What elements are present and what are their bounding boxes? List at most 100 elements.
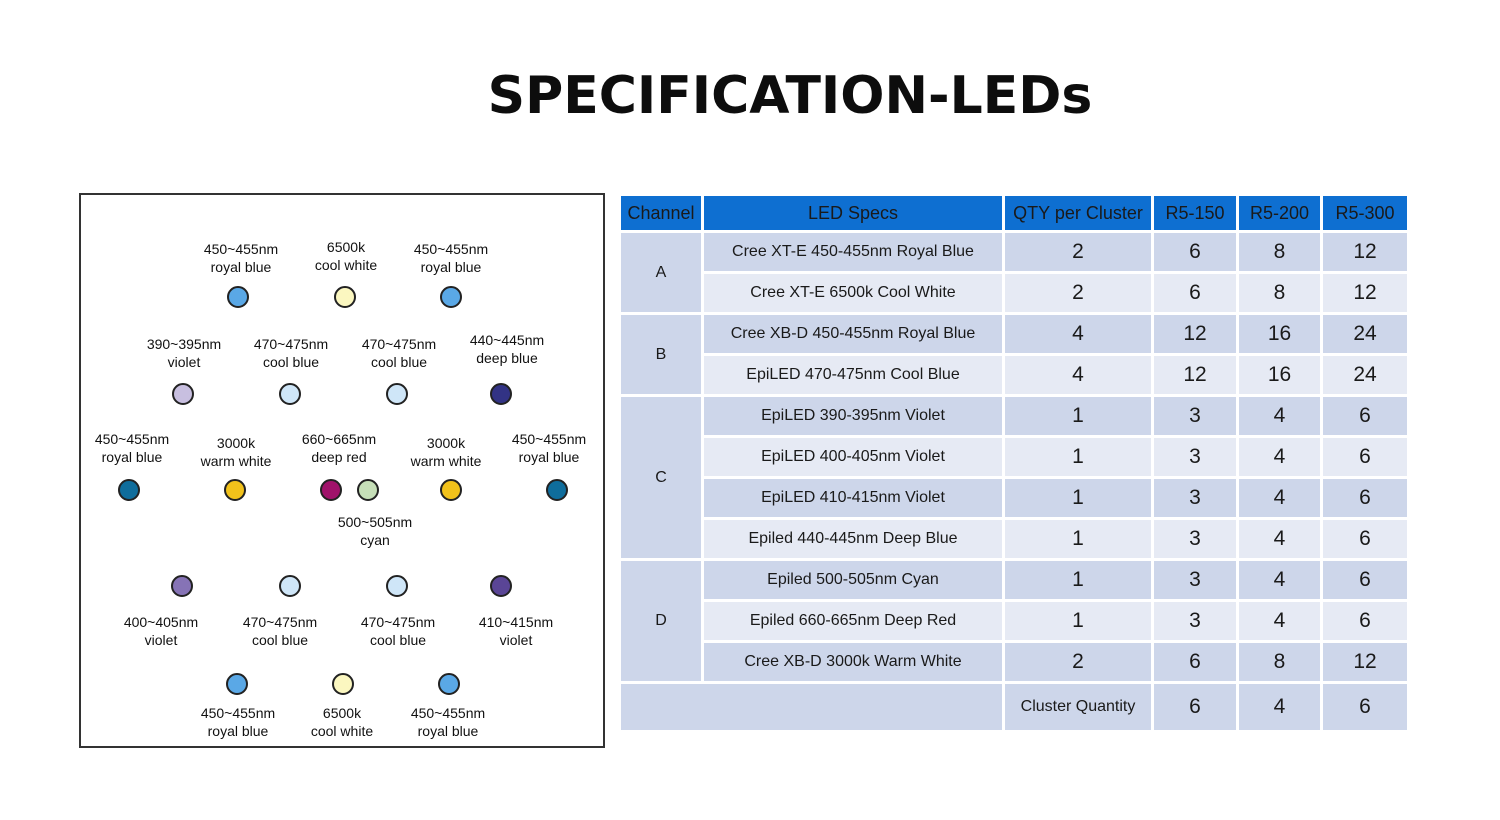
led-label-line1: 410~415nm: [478, 614, 554, 630]
led-label-r4c: 470~475nm cool blue: [343, 613, 453, 649]
led-label-line1: 6500k: [326, 239, 366, 255]
led-label-line2: royal blue: [417, 723, 479, 739]
led-dot-r2c: [386, 383, 408, 405]
r5-300-cell: 12: [1323, 233, 1407, 271]
led-dot-r3f: [546, 479, 568, 501]
cluster-r5-200: 4: [1239, 684, 1320, 730]
r5-200-cell: 16: [1239, 356, 1320, 394]
led-dot-r3e: [440, 479, 462, 501]
qty-cell: 1: [1005, 520, 1151, 558]
led-spec-cell: Epiled 440-445nm Deep Blue: [704, 520, 1002, 558]
qty-cell: 1: [1005, 438, 1151, 476]
led-spec-cell: Cree XB-D 450-455nm Royal Blue: [704, 315, 1002, 353]
led-label-r3c: 660~665nm deep red: [284, 430, 394, 466]
led-dot-r4b: [279, 575, 301, 597]
led-label-line1: 3000k: [216, 435, 256, 451]
led-label-r4a: 400~405nm violet: [106, 613, 216, 649]
r5-200-cell: 16: [1239, 315, 1320, 353]
led-dot-r4d: [490, 575, 512, 597]
led-label-r5a: 450~455nm royal blue: [183, 704, 293, 740]
led-label-line1: 660~665nm: [301, 431, 377, 447]
led-label-line1: 400~405nm: [123, 614, 199, 630]
led-label-line2: violet: [167, 354, 201, 370]
r5-200-cell: 4: [1239, 479, 1320, 517]
led-label-line1: 450~455nm: [203, 241, 279, 257]
r5-300-cell: 6: [1323, 479, 1407, 517]
r5-200-cell: 4: [1239, 602, 1320, 640]
led-label-line2: royal blue: [207, 723, 269, 739]
r5-300-cell: 6: [1323, 602, 1407, 640]
qty-cell: 1: [1005, 479, 1151, 517]
r5-300-cell: 24: [1323, 315, 1407, 353]
qty-cell: 4: [1005, 356, 1151, 394]
led-dot-r3b: [224, 479, 246, 501]
led-dot-r1c: [440, 286, 462, 308]
led-spec-cell: Cree XT-E 450-455nm Royal Blue: [704, 233, 1002, 271]
r5-150-cell: 3: [1154, 561, 1236, 599]
led-label-line2: violet: [499, 632, 533, 648]
r5-300-cell: 6: [1323, 438, 1407, 476]
led-layout-diagram: 450~455nm royal blue 6500k cool white 450~45…: [79, 193, 605, 748]
table-header-row: Channel LED Specs QTY per Cluster R5-150…: [621, 196, 1407, 230]
led-label-line2: cool blue: [251, 632, 309, 648]
header-led-specs: LED Specs: [704, 196, 1002, 230]
led-label-line2: royal blue: [101, 449, 163, 465]
led-spec-cell: Cree XB-D 3000k Warm White: [704, 643, 1002, 681]
r5-300-cell: 12: [1323, 274, 1407, 312]
led-label-line1: 450~455nm: [200, 705, 276, 721]
led-dot-r5a: [226, 673, 248, 695]
led-label-line2: warm white: [410, 453, 482, 469]
r5-300-cell: 6: [1323, 520, 1407, 558]
channel-cell: A: [621, 233, 701, 312]
r5-150-cell: 6: [1154, 274, 1236, 312]
led-spec-table: Channel LED Specs QTY per Cluster R5-150…: [618, 193, 1410, 733]
cluster-r5-150: 6: [1154, 684, 1236, 730]
r5-200-cell: 4: [1239, 397, 1320, 435]
led-label-line2: royal blue: [210, 259, 272, 275]
led-label-line2: cool white: [314, 257, 378, 273]
r5-150-cell: 6: [1154, 233, 1236, 271]
led-label-line2: cool blue: [369, 632, 427, 648]
header-r5-150: R5-150: [1154, 196, 1236, 230]
r5-300-cell: 24: [1323, 356, 1407, 394]
led-label-r2c: 470~475nm cool blue: [344, 335, 454, 371]
led-label-line2: deep red: [311, 449, 367, 465]
page-title: SPECIFICATION-LEDs: [487, 66, 1093, 126]
led-label-r4d: 410~415nm violet: [461, 613, 571, 649]
r5-150-cell: 3: [1154, 479, 1236, 517]
led-label-line2: royal blue: [518, 449, 580, 465]
led-dot-r2d: [490, 383, 512, 405]
r5-300-cell: 12: [1323, 643, 1407, 681]
channel-cell: B: [621, 315, 701, 394]
r5-150-cell: 3: [1154, 397, 1236, 435]
qty-cell: 2: [1005, 233, 1151, 271]
led-label-r1b: 6500k cool white: [291, 238, 401, 274]
led-label-line1: 440~445nm: [469, 332, 545, 348]
header-r5-300: R5-300: [1323, 196, 1407, 230]
led-label-r1a: 450~455nm royal blue: [186, 240, 296, 276]
r5-150-cell: 3: [1154, 602, 1236, 640]
led-spec-cell: Cree XT-E 6500k Cool White: [704, 274, 1002, 312]
led-label-line1: 470~475nm: [361, 336, 437, 352]
led-label-line2: cool blue: [370, 354, 428, 370]
qty-cell: 1: [1005, 397, 1151, 435]
qty-cell: 1: [1005, 602, 1151, 640]
led-label-line1: 3000k: [426, 435, 466, 451]
led-label-line2: violet: [144, 632, 178, 648]
r5-150-cell: 3: [1154, 520, 1236, 558]
led-label-line1: 470~475nm: [360, 614, 436, 630]
